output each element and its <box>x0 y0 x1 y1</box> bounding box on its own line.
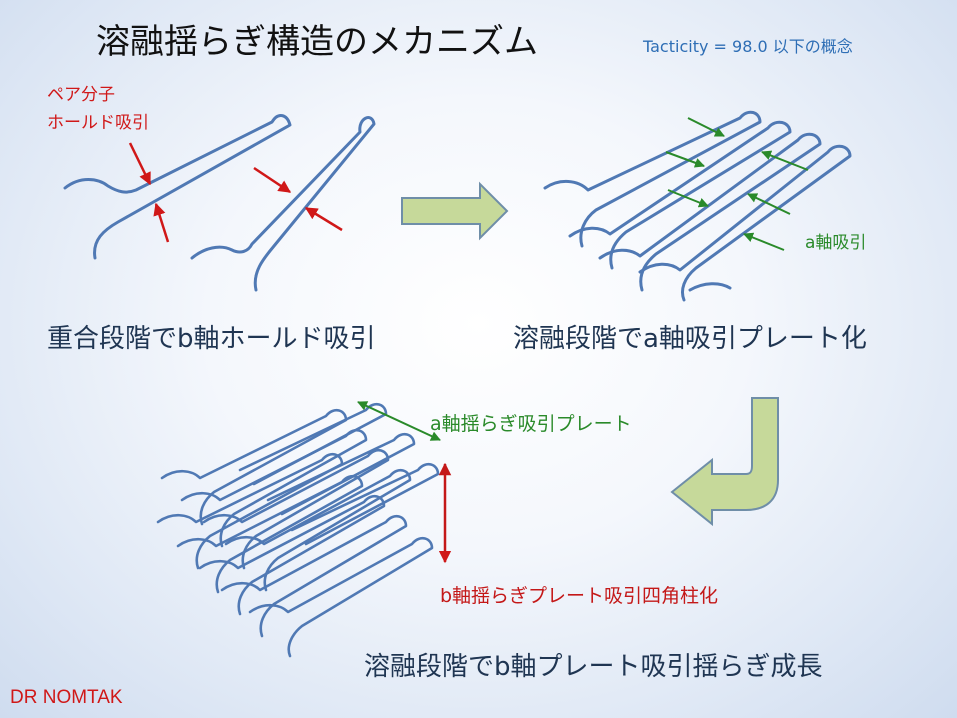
red-hold-arrows <box>128 142 343 243</box>
molecule-chain <box>290 462 440 546</box>
molecule-chain <box>224 468 412 592</box>
molecule-chain <box>543 110 762 248</box>
a-axis-arrow <box>747 193 791 215</box>
stage1-caption: 重合段階でb軸ホールド吸引 <box>47 324 376 354</box>
page-subtitle: Tacticity = 98.0 以下の概念 <box>643 37 853 56</box>
attraction-arrow <box>128 142 152 186</box>
attraction-arrow <box>153 202 170 243</box>
a-axis-arrow <box>665 151 705 168</box>
a-axis-arrow <box>761 150 809 171</box>
stage2-caption: 溶融段階でa軸吸引プレート化 <box>513 324 867 354</box>
block-arrow-right <box>401 181 509 241</box>
molecule-chain <box>248 536 434 658</box>
pair-label-line2: ホールド吸引 <box>47 113 149 133</box>
a-axis-arrow <box>687 117 725 137</box>
molecule-chain <box>63 114 292 260</box>
stage2-plate <box>543 110 852 302</box>
a-axis-arrow <box>743 232 785 251</box>
molecule-chain <box>638 144 852 302</box>
molecule-chain <box>202 448 390 570</box>
molecule-chain <box>156 452 344 570</box>
molecule-chain <box>568 120 792 270</box>
a-plate-span-arrow <box>357 401 441 441</box>
pair-label-line1: ペア分子 <box>47 85 115 105</box>
a-plate-label: a軸揺らぎ吸引プレート <box>430 413 632 435</box>
molecule-chain <box>160 408 348 526</box>
molecule-chain <box>198 494 386 616</box>
brand-label: DR NOMTAK <box>10 687 123 708</box>
a-axis-arrow <box>667 189 709 208</box>
stage3-caption: 溶融段階でb軸プレート吸引揺らぎ成長 <box>364 652 823 682</box>
block-arrow-curved <box>670 397 779 527</box>
stage1-molecules <box>63 114 376 292</box>
molecule-chain <box>688 282 732 292</box>
attraction-arrow <box>253 166 292 194</box>
b-plate-label: b軸揺らぎプレート吸引四角柱化 <box>440 585 719 607</box>
stage3-stack <box>156 402 440 658</box>
page-title: 溶融揺らぎ構造のメカニズム <box>96 22 538 62</box>
a-axis-label: a軸吸引 <box>805 233 867 253</box>
molecule-chain <box>190 116 376 292</box>
green-a-arrows <box>665 117 809 251</box>
molecule-chain <box>238 402 388 486</box>
attraction-arrow <box>304 206 343 232</box>
molecule-chain <box>220 514 408 638</box>
